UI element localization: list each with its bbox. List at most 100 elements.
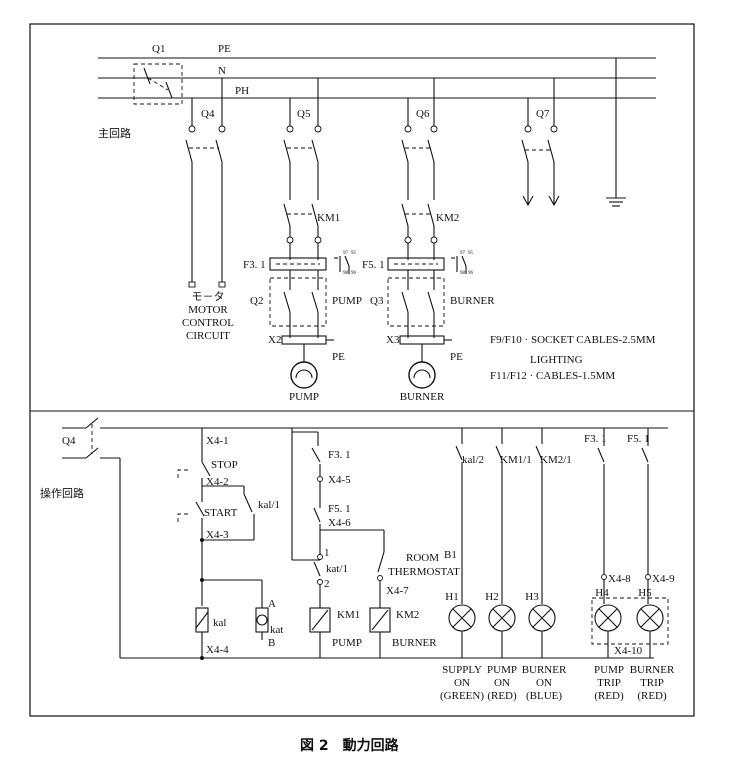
h2-l1: PUMP <box>487 664 517 676</box>
h1-l2: ON <box>454 677 470 689</box>
motor-control-l1: MOTOR <box>188 304 228 316</box>
q1-contact <box>165 81 173 99</box>
svg-text:95: 95 <box>468 251 474 256</box>
km11-label: KM1/1 <box>500 454 532 466</box>
km1-coil-label: KM1 <box>337 609 360 621</box>
h5-l3: (RED) <box>637 690 667 702</box>
pump-coil-label: PUMP <box>332 637 362 649</box>
stop-start-column <box>177 428 269 660</box>
h2-l3: (RED) <box>487 690 517 702</box>
start-label: START <box>204 507 238 519</box>
h4-l3: (RED) <box>594 690 624 702</box>
pump-burner-control <box>291 428 391 658</box>
x2-label: X2 <box>268 334 281 346</box>
h4-l1: PUMP <box>594 664 624 676</box>
q7-label: Q7 <box>536 108 550 120</box>
burner-branch <box>387 78 452 389</box>
motor-control-l3: CIRCUIT <box>186 330 230 342</box>
q3-label: Q3 <box>370 295 384 307</box>
h4-l2: TRIP <box>597 677 621 689</box>
km21-label: KM2/1 <box>540 454 572 466</box>
kat-n2-label: 2 <box>324 578 330 590</box>
relay-kal-label: kal <box>213 617 226 629</box>
x41-label: X4-1 <box>206 435 229 447</box>
x48-label: X4-8 <box>608 573 631 585</box>
relay-b-label: B <box>268 637 275 649</box>
kat1-label: kat/1 <box>326 563 348 575</box>
svg-text:97: 97 <box>343 251 349 256</box>
relay-kat-label: kat <box>270 624 283 636</box>
h5-l1: BURNER <box>630 664 675 676</box>
km1-label: KM1 <box>317 212 340 224</box>
ctrl-f51-label: F5. 1 <box>328 503 351 515</box>
f51-label: F5. 1 <box>362 259 385 271</box>
trip-f31-label: F3. 1 <box>584 433 607 445</box>
x45-label: X4-5 <box>328 474 351 486</box>
q6-label: Q6 <box>416 108 430 120</box>
x47-label: X4-7 <box>386 585 409 597</box>
relay-a-label: A <box>268 598 276 610</box>
note-lighting: LIGHTING <box>530 354 583 366</box>
f51-aux-contacts: 97 95 98 96 <box>451 251 474 276</box>
svg-text:98: 98 <box>460 271 466 276</box>
svg-text:97: 97 <box>460 251 466 256</box>
x42-label: X4-2 <box>206 476 229 488</box>
b1-label: B1 <box>444 549 457 561</box>
bus-pe-label: PE <box>218 43 231 55</box>
note-socket: F9/F10 · SOCKET CABLES-2.5MM <box>490 334 656 346</box>
thermostat-label: THERMOSTAT <box>388 566 460 578</box>
h5-l2: TRIP <box>640 677 664 689</box>
note-lighting-cables: F11/F12 · CABLES-1.5MM <box>490 370 615 382</box>
h4-id: H4 <box>595 587 609 599</box>
h3-id: H3 <box>525 591 539 603</box>
pe2-label: PE <box>450 351 463 363</box>
f31-aux-contacts: 97 95 98 96 <box>334 251 357 276</box>
figure-caption: 図 2 動力回路 <box>300 737 400 754</box>
motor-control-l2: CONTROL <box>182 317 234 329</box>
svg-text:95: 95 <box>351 251 357 256</box>
q1-contact <box>143 67 151 85</box>
km2-label: KM2 <box>436 212 459 224</box>
ctrl-q4-label: Q4 <box>62 435 76 447</box>
room-label: ROOM <box>406 552 439 564</box>
q2-label: Q2 <box>250 295 263 307</box>
diagram-frame <box>29 23 695 717</box>
pump-motor-label: PUMP <box>289 391 319 403</box>
pe1-label: PE <box>332 351 345 363</box>
svg-text:96: 96 <box>351 271 357 276</box>
q1-label: Q1 <box>152 43 165 55</box>
ground-symbol <box>606 58 626 207</box>
main-circuit-label: 主回路 <box>98 127 131 140</box>
bus-ph-label: PH <box>235 85 249 97</box>
x46-label: X4-6 <box>328 517 351 529</box>
h1-id: H1 <box>445 591 458 603</box>
x410-label: X4-10 <box>614 645 643 657</box>
q7-branch <box>521 78 560 207</box>
h1-l1: SUPPLY <box>442 664 482 676</box>
h2-id: H2 <box>485 591 498 603</box>
km2-coil-label: KM2 <box>396 609 419 621</box>
trip-f51-label: F5. 1 <box>627 433 650 445</box>
h2-l2: ON <box>494 677 510 689</box>
burner-label: BURNER <box>450 295 495 307</box>
burner-coil-label: BURNER <box>392 637 437 649</box>
x49-label: X4-9 <box>652 573 675 585</box>
h3-l1: BURNER <box>522 664 567 676</box>
f31-label: F3. 1 <box>243 259 266 271</box>
stop-label: STOP <box>211 459 238 471</box>
svg-text:98: 98 <box>343 271 349 276</box>
control-circuit: Q4 操作回路 <box>40 417 675 702</box>
control-circuit-label: 操作回路 <box>40 486 84 500</box>
main-circuit: PE N PH Q1 主回路 Q4 モ－タ MOTOR CONTROL CIRC… <box>98 43 656 403</box>
h1-l3: (GREEN) <box>440 690 484 702</box>
kal1-label: kal/1 <box>258 499 280 511</box>
ctrl-f31-label: F3. 1 <box>328 449 351 461</box>
kat-n1-label: 1 <box>324 547 330 559</box>
burner-motor-label: BURNER <box>400 391 445 403</box>
pump-branch <box>269 78 334 389</box>
svg-text:96: 96 <box>468 271 474 276</box>
kal2-label: kal/2 <box>462 454 484 466</box>
motor-control-jp: モ－タ <box>192 290 225 303</box>
h3-l3: (BLUE) <box>526 690 562 702</box>
